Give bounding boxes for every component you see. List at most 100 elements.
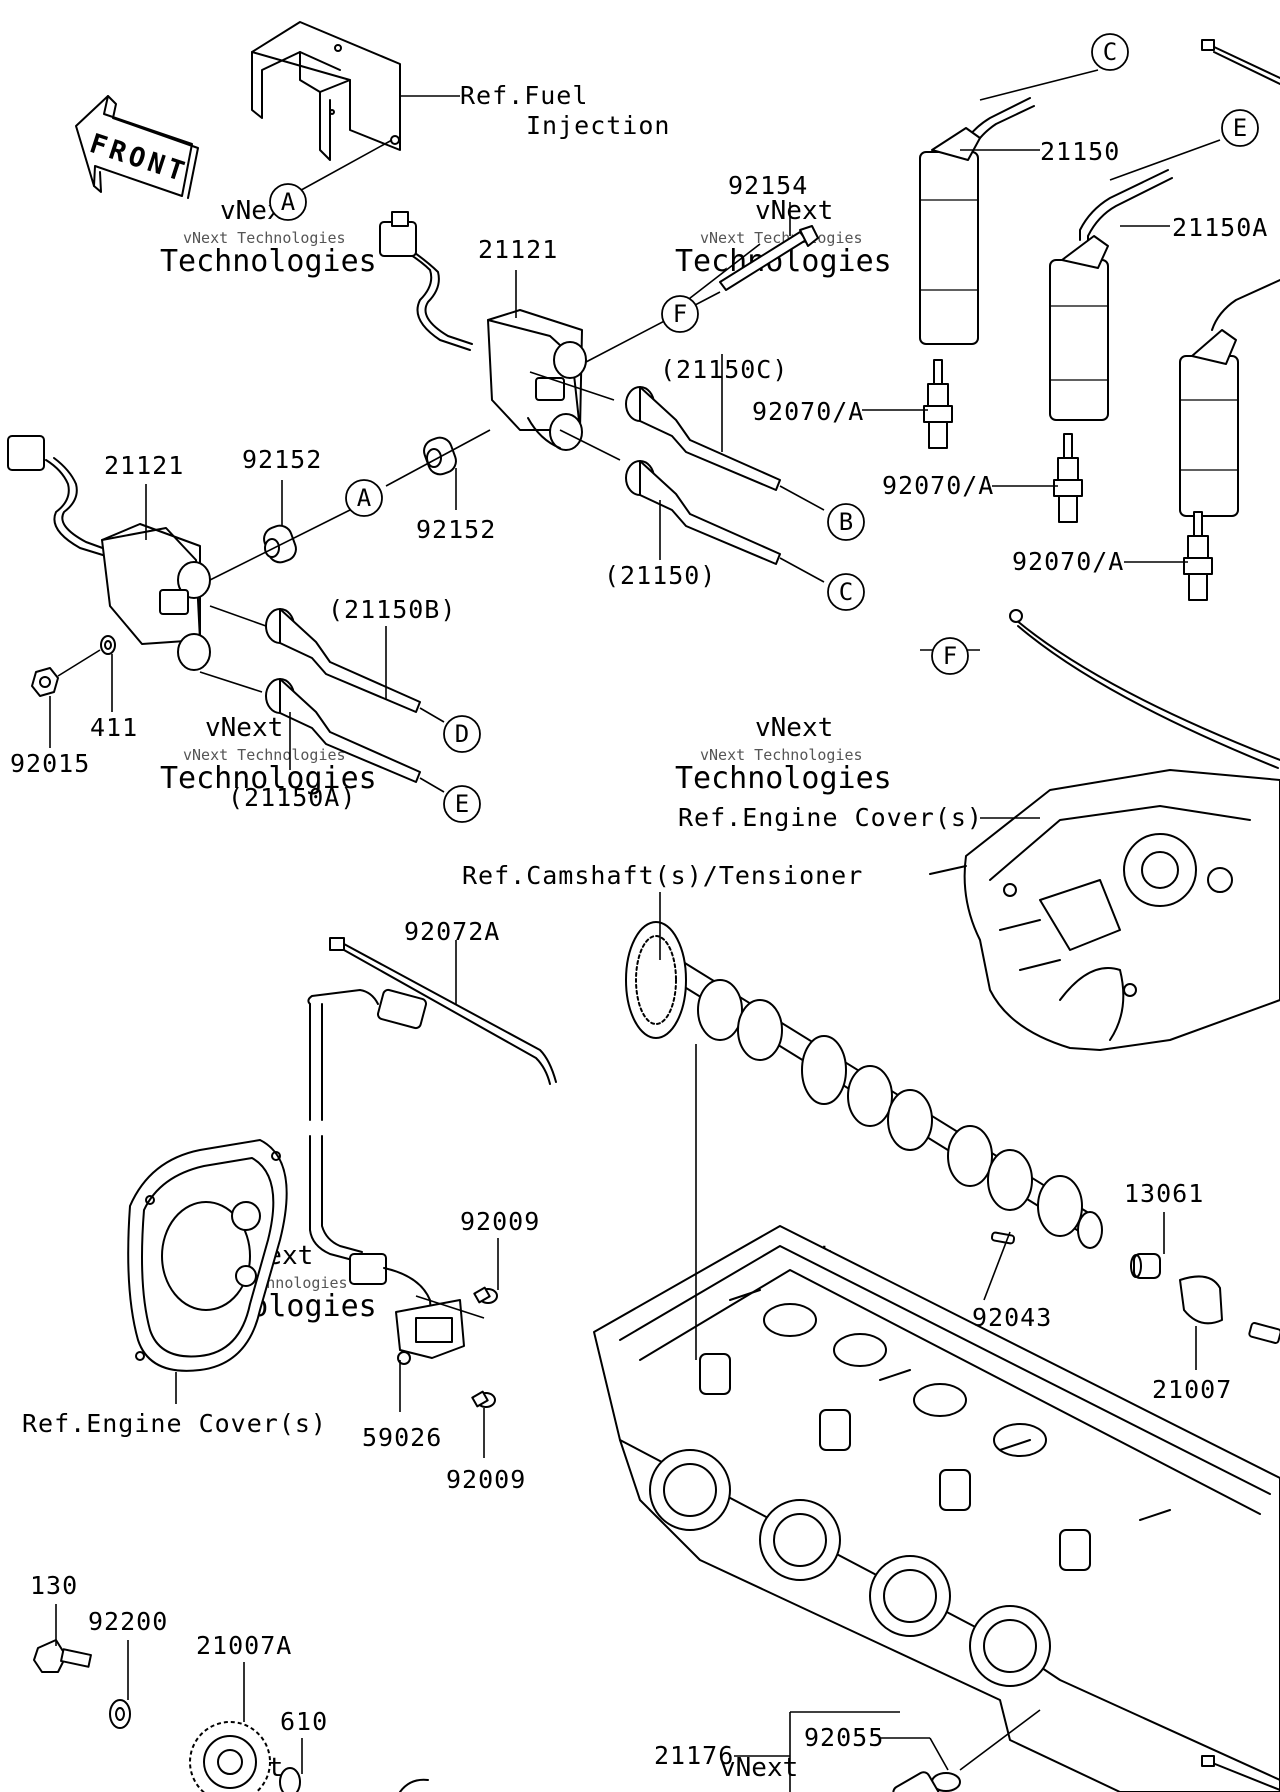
nut-92015 (31, 667, 59, 697)
plug-cap-third-tall (1179, 279, 1280, 517)
marker-f-right: F (931, 637, 969, 675)
label-21150a-top: 21150A (1172, 213, 1268, 242)
washer-92200 (109, 1699, 131, 1729)
marker-letter: C (1103, 38, 1117, 66)
marker-letter: A (357, 484, 372, 512)
label-130: 130 (30, 1571, 78, 1600)
label-92070-3: 92070/A (1012, 547, 1124, 576)
label-92200: 92200 (88, 1607, 168, 1636)
part-21176 (892, 1771, 940, 1792)
engine-cover-right (929, 769, 1280, 1051)
part-bottom-center (399, 1778, 429, 1792)
bolt-130 (33, 1639, 92, 1673)
dowel-pin-92043 (990, 1231, 1016, 1245)
marker-c-plug: C (827, 573, 865, 611)
washer-411 (100, 635, 116, 655)
spark-plug-2 (1053, 433, 1083, 523)
marker-b-plug: B (827, 503, 865, 541)
marker-letter: E (455, 790, 469, 818)
label-92152-left: 92152 (242, 445, 322, 474)
cylinder-head (593, 1225, 1280, 1792)
label-21176: 21176 (654, 1741, 734, 1770)
watermark-line2: vNext Technologies (183, 746, 346, 764)
spark-plug-3 (1183, 511, 1213, 601)
watermark: vNext vNext Technologies Technologies (675, 196, 892, 279)
trigger-21007 (1179, 1275, 1223, 1325)
watermark-line3: Technologies (160, 244, 377, 279)
watermark-line2: vNext Technologies (183, 229, 346, 247)
label-21150b: (21150B) (328, 595, 456, 624)
marker-f-mid: F (661, 295, 699, 333)
bolt-92009-bottom (471, 1390, 496, 1408)
label-21007a: 21007A (196, 1631, 292, 1660)
ignition-coil-left (7, 435, 211, 671)
watermark-line1: vNext (720, 1753, 798, 1783)
label-92015: 92015 (10, 749, 90, 778)
callout-labels: Ref.Fuel Injection 92154 21121 21150 211… (10, 81, 1268, 1770)
spark-plug-1 (923, 359, 953, 449)
watermark: vNext vNext Technologies Technologies (160, 196, 377, 279)
ground-wire (1009, 609, 1280, 769)
part-610 (279, 1767, 301, 1792)
plug-cap-21150c (625, 386, 781, 491)
marker-d-plug: D (443, 715, 481, 753)
watermark: vNext vNext Technologies Technologies (160, 713, 377, 796)
label-92043: 92043 (972, 1303, 1052, 1332)
label-92152-mid: 92152 (416, 515, 496, 544)
sensor-harness (307, 988, 433, 1331)
spacer-92152-mid (423, 436, 457, 476)
fuel-injection-bracket (251, 21, 401, 161)
watermark: vNext vNext Technologies Technologies (675, 713, 892, 796)
label-21121-left: 21121 (104, 451, 184, 480)
label-21150-top: 21150 (1040, 137, 1120, 166)
label-ref-fuel: Ref.Fuel (460, 81, 588, 110)
label-92070-1: 92070/A (752, 397, 864, 426)
label-21007: 21007 (1152, 1375, 1232, 1404)
bolt-92009-top (473, 1286, 498, 1304)
marker-letter: E (1233, 114, 1247, 142)
label-ref-camshaft: Ref.Camshaft(s)/Tensioner (462, 861, 863, 890)
label-ref-engine-cover-right: Ref.Engine Cover(s) (678, 803, 983, 832)
watermark-line1: vNext (755, 196, 833, 226)
collar-13061 (1130, 1253, 1161, 1279)
ignition-coil-top (379, 211, 587, 451)
marker-e-top: E (1221, 109, 1259, 147)
label-411: 411 (90, 713, 138, 742)
sensor-59026 (395, 1299, 465, 1365)
label-92070-2: 92070/A (882, 471, 994, 500)
marker-e-plug: E (443, 785, 481, 823)
label-ref-engine-cover-left: Ref.Engine Cover(s) (22, 1409, 327, 1438)
bolt-right-edge (1248, 1322, 1280, 1344)
label-21150a-paren: (21150A) (228, 783, 356, 812)
plug-cap-21150 (625, 460, 781, 565)
marker-c-top: C (1091, 33, 1129, 71)
bolt-92154 (719, 225, 819, 291)
watermark-line2: vNext Technologies (700, 746, 863, 764)
watermark-line3: Technologies (160, 761, 377, 796)
marker-a-mid: A (345, 479, 383, 517)
watermark-line1: vNext (755, 713, 833, 743)
marker-a-fuel: A (269, 183, 307, 221)
label-injection: Injection (526, 111, 670, 140)
harness-tie-92072a (329, 937, 557, 1085)
spacer-92152-left (263, 524, 297, 564)
marker-letter: F (673, 300, 687, 328)
marker-letter: D (455, 720, 469, 748)
watermark-line2: vNext Technologies (700, 229, 863, 247)
tie-top-right (1201, 39, 1280, 85)
label-92154: 92154 (728, 171, 808, 200)
label-21150c: (21150C) (660, 355, 788, 384)
camshaft (625, 921, 1103, 1249)
front-arrow-icon: FRONT (75, 95, 199, 199)
engine-cover-left (127, 1139, 288, 1372)
watermark-line3: Technologies (675, 761, 892, 796)
tie-bottom-right (1201, 1755, 1280, 1791)
label-21121-top: 21121 (478, 235, 558, 264)
label-92009-top: 92009 (460, 1207, 540, 1236)
plug-cap-21150-tall (919, 97, 1035, 345)
plug-cap-21150a (265, 678, 421, 783)
label-610: 610 (280, 1707, 328, 1736)
label-13061: 13061 (1124, 1179, 1204, 1208)
watermark: vNext (720, 1753, 798, 1783)
connector-markers: C E A F B C A D (269, 33, 1259, 823)
